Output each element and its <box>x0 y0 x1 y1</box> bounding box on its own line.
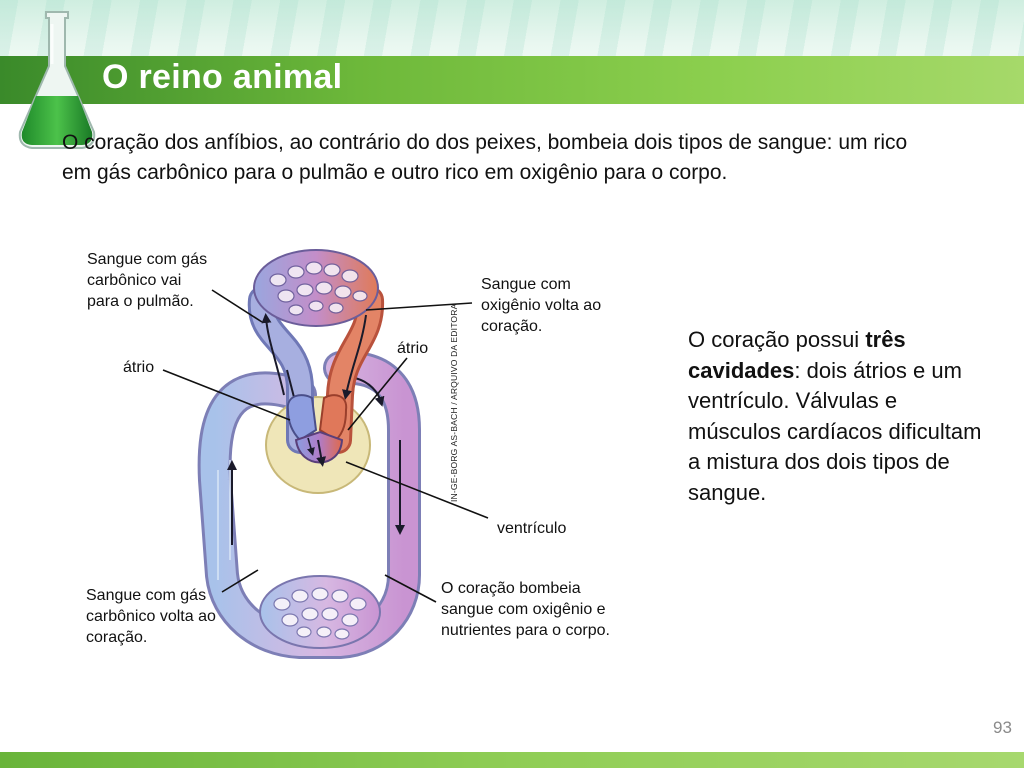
label-line: Sangue com gás <box>86 587 207 604</box>
intro-paragraph: O coração dos anfíbios, ao contrário do … <box>62 131 908 184</box>
side-paragraph: O coração possui três cavidades: dois át… <box>688 325 988 508</box>
pulmonary-circuit <box>247 286 385 454</box>
label-line: carbônico volta ao <box>86 608 216 625</box>
label-line: sangue com oxigênio e <box>441 601 606 618</box>
label-atrium-right: átrio <box>397 340 429 357</box>
label-line: para o pulmão. <box>87 293 194 310</box>
side-text-bold: três cavidades <box>688 327 906 383</box>
label-line: nutrientes para o corpo. <box>441 622 610 639</box>
body-capillaries <box>259 575 381 649</box>
side-text-part1: O coração possui <box>688 327 866 352</box>
heart <box>286 394 348 467</box>
label-oxygen-returns: Sangue com oxigênio volta ao coração. <box>481 274 601 337</box>
side-text-part2: : dois átrios e um ventrículo. Válvulas … <box>688 357 982 505</box>
label-co2-returns: Sangue com gás carbônico volta ao coraçã… <box>86 585 216 648</box>
label-line: Sangue com gás <box>87 251 208 268</box>
label-line: coração. <box>481 318 543 335</box>
lung-capillaries <box>253 249 379 327</box>
title-bar <box>0 56 1024 104</box>
label-line: coração. <box>86 629 148 646</box>
label-line: O coração bombeia <box>441 580 581 597</box>
label-line: carbônico vai <box>87 272 182 289</box>
flask-icon <box>18 11 96 149</box>
label-ventricle: ventrículo <box>497 520 567 537</box>
label-pumps-body: O coração bombeia sangue com oxigênio e … <box>441 578 610 641</box>
label-line: oxigênio volta ao <box>481 297 602 314</box>
page-title: O reino animal <box>102 58 343 96</box>
leader-lines <box>162 289 489 603</box>
label-line: Sangue com <box>481 276 571 293</box>
header-decoration <box>0 0 1024 60</box>
label-atrium-left: átrio <box>123 359 155 376</box>
footer-bar <box>0 752 1024 768</box>
label-blood-to-lung: Sangue com gás carbônico vai para o pulm… <box>87 249 207 312</box>
image-credit: IN-GE-BORG AS-BACH / ARQUIVO DA EDITORA <box>449 303 459 502</box>
page-number: 93 <box>993 718 1012 737</box>
